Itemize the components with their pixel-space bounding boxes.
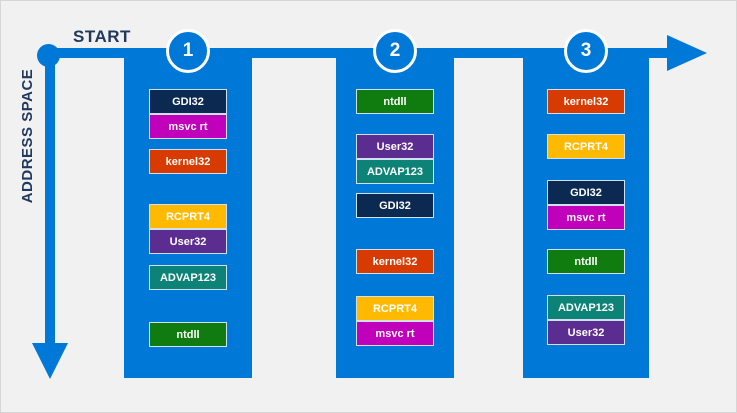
address-space-label: ADDRESS SPACE — [19, 68, 36, 204]
horizontal-axis-line — [48, 48, 670, 58]
module-box-user32: User32 — [356, 134, 434, 159]
module-box-advap123: ADVAP123 — [149, 265, 227, 290]
module-box-ntdll: ntdll — [149, 322, 227, 347]
module-box-gdi32: GDI32 — [356, 193, 434, 218]
module-box-msvc-rt: msvc rt — [356, 321, 434, 346]
step-circle-2: 2 — [373, 29, 417, 73]
module-box-gdi32: GDI32 — [149, 89, 227, 114]
down-arrow-icon — [32, 343, 68, 379]
right-arrow-icon — [667, 35, 707, 71]
module-box-gdi32: GDI32 — [547, 180, 625, 205]
module-box-msvc-rt: msvc rt — [149, 114, 227, 139]
module-box-kernel32: kernel32 — [356, 249, 434, 274]
module-box-rcprt4: RCPRT4 — [356, 296, 434, 321]
module-box-ntdll: ntdll — [356, 89, 434, 114]
module-box-advap123: ADVAP123 — [547, 295, 625, 320]
step-circle-3: 3 — [564, 29, 608, 73]
vertical-axis-line — [45, 53, 55, 345]
module-box-kernel32: kernel32 — [547, 89, 625, 114]
module-box-ntdll: ntdll — [547, 249, 625, 274]
module-box-user32: User32 — [547, 320, 625, 345]
step-circle-1: 1 — [166, 29, 210, 73]
module-box-msvc-rt: msvc rt — [547, 205, 625, 230]
module-box-rcprt4: RCPRT4 — [149, 204, 227, 229]
module-box-rcprt4: RCPRT4 — [547, 134, 625, 159]
module-box-advap123: ADVAP123 — [356, 159, 434, 184]
module-box-user32: User32 — [149, 229, 227, 254]
start-label: START — [73, 27, 131, 46]
module-box-kernel32: kernel32 — [149, 149, 227, 174]
